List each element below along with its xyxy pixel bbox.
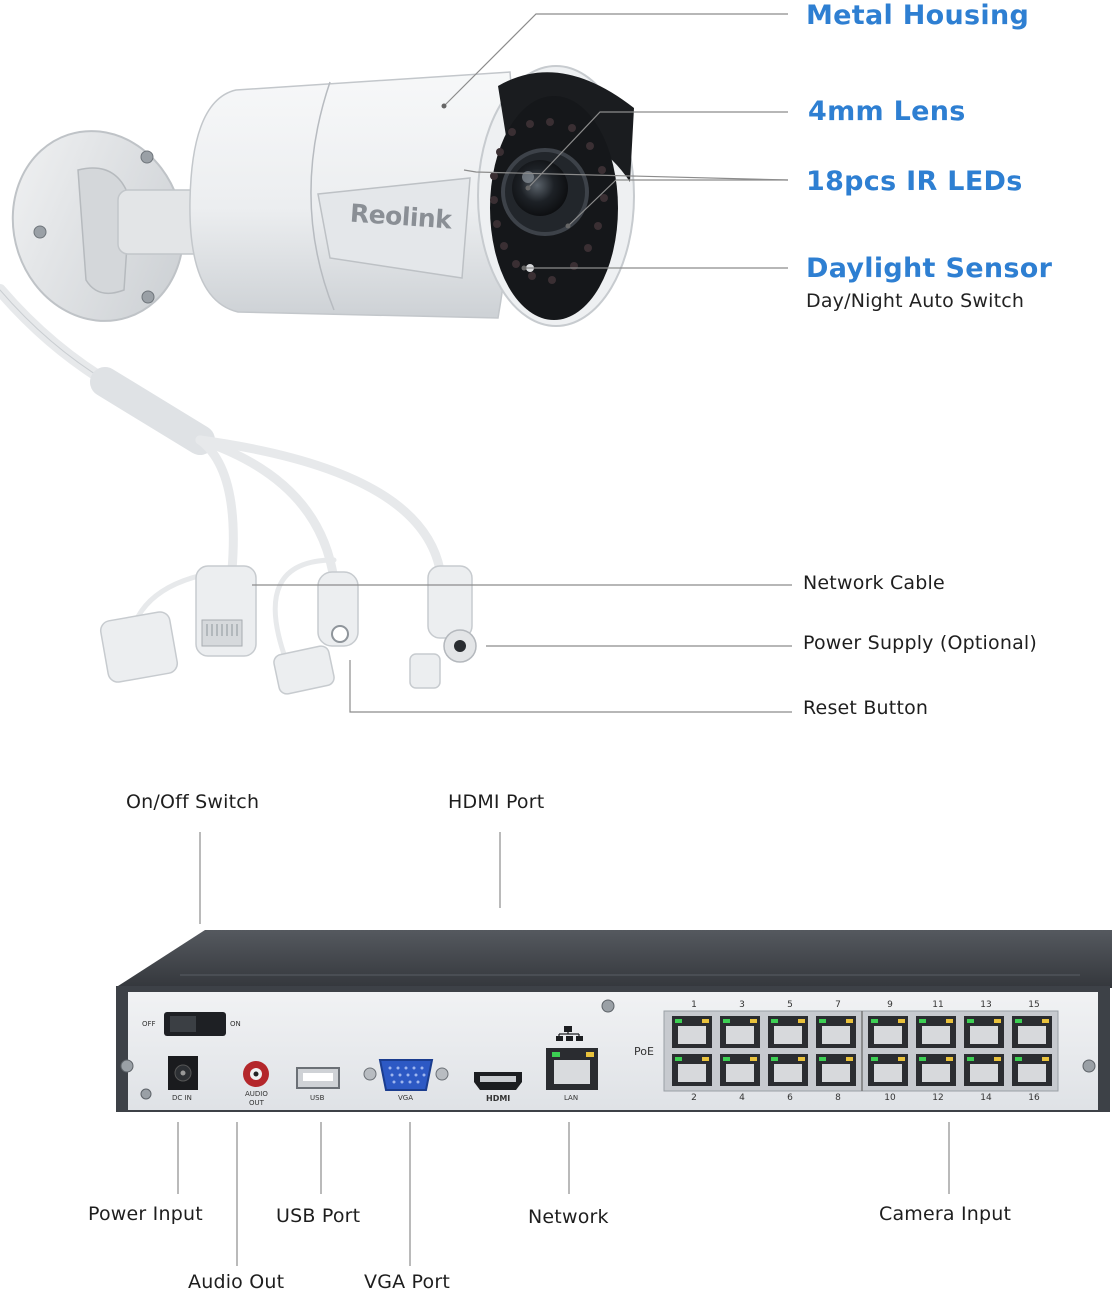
dc-in-label: DC IN bbox=[172, 1094, 192, 1102]
camera-body bbox=[189, 65, 635, 327]
callout-network-cable: Network Cable bbox=[803, 572, 945, 594]
poe-port bbox=[916, 1016, 956, 1048]
callout-hdmi-port: HDMI Port bbox=[448, 791, 545, 813]
nvr-leader-lines bbox=[177, 832, 950, 1266]
poe-port-number: 5 bbox=[787, 1000, 793, 1010]
callout-metal-housing: Metal Housing bbox=[806, 0, 1030, 31]
audio-out-port-art bbox=[243, 1061, 269, 1087]
callout-network: Network bbox=[528, 1206, 609, 1228]
dc-in-port-art bbox=[168, 1056, 198, 1090]
power-connector bbox=[409, 565, 477, 689]
callout-power-supply: Power Supply (Optional) bbox=[803, 632, 1038, 654]
poe-port-number: 10 bbox=[884, 1093, 896, 1103]
hdmi-label: HDMI bbox=[486, 1094, 511, 1103]
callout-lens: 4mm Lens bbox=[808, 96, 966, 127]
usb-label: USB bbox=[310, 1094, 325, 1102]
callout-ir-leds: 18pcs IR LEDs bbox=[806, 166, 1023, 197]
poe-port-number: 4 bbox=[739, 1093, 745, 1103]
poe-port bbox=[816, 1016, 856, 1048]
poe-port-number: 14 bbox=[980, 1093, 992, 1103]
audio-out-label-1: AUDIO bbox=[245, 1090, 268, 1098]
poe-port-number: 3 bbox=[739, 1000, 745, 1010]
poe-port-number: 1 bbox=[691, 1000, 697, 1010]
poe-port-number: 2 bbox=[691, 1093, 697, 1103]
camera-cables bbox=[0, 284, 445, 663]
poe-port-number: 7 bbox=[835, 1000, 841, 1010]
power-switch-art bbox=[164, 1012, 226, 1036]
poe-port bbox=[964, 1054, 1004, 1086]
lan-port-art bbox=[546, 1026, 598, 1090]
callout-daylight-sensor: Daylight Sensor bbox=[806, 253, 1053, 284]
switch-on-label: ON bbox=[230, 1020, 241, 1028]
poe-port-number: 16 bbox=[1028, 1093, 1040, 1103]
vga-port-art bbox=[363, 1059, 449, 1091]
network-connector bbox=[99, 565, 257, 683]
poe-port-number: 12 bbox=[932, 1093, 944, 1103]
hdmi-port-art bbox=[474, 1072, 522, 1090]
poe-port bbox=[672, 1054, 712, 1086]
poe-port bbox=[768, 1016, 808, 1048]
poe-port bbox=[720, 1016, 760, 1048]
poe-port-grid bbox=[672, 1016, 1052, 1086]
callout-camera-input: Camera Input bbox=[879, 1203, 1012, 1225]
poe-port-number: 11 bbox=[932, 1000, 944, 1010]
vga-label: VGA bbox=[398, 1094, 414, 1102]
poe-port bbox=[964, 1016, 1004, 1048]
poe-port-number: 6 bbox=[787, 1093, 793, 1103]
poe-port bbox=[720, 1054, 760, 1086]
poe-port bbox=[768, 1054, 808, 1086]
camera-leader-lines bbox=[252, 13, 792, 713]
poe-port bbox=[1012, 1054, 1052, 1086]
poe-port bbox=[916, 1054, 956, 1086]
callout-daylight-sensor-sub: Day/Night Auto Switch bbox=[806, 290, 1025, 312]
poe-port bbox=[816, 1054, 856, 1086]
camera-mount bbox=[11, 130, 219, 322]
lan-label: LAN bbox=[564, 1094, 579, 1102]
poe-port-number: 9 bbox=[887, 1000, 893, 1010]
poe-label: PoE bbox=[634, 1045, 654, 1058]
switch-off-label: OFF bbox=[142, 1020, 156, 1028]
poe-port-number: 15 bbox=[1028, 1000, 1040, 1010]
poe-port bbox=[868, 1054, 908, 1086]
callout-on-off-switch: On/Off Switch bbox=[126, 791, 260, 813]
callout-reset-button: Reset Button bbox=[803, 697, 929, 719]
audio-out-label-2: OUT bbox=[249, 1099, 264, 1107]
callout-power-input: Power Input bbox=[88, 1203, 203, 1225]
poe-port-number: 13 bbox=[980, 1000, 992, 1010]
poe-port bbox=[868, 1016, 908, 1048]
callout-usb-port: USB Port bbox=[276, 1205, 361, 1227]
poe-port bbox=[672, 1016, 712, 1048]
callout-vga-port: VGA Port bbox=[364, 1271, 451, 1293]
poe-port bbox=[1012, 1016, 1052, 1048]
reset-connector bbox=[273, 571, 359, 695]
usb-port-art bbox=[296, 1067, 340, 1089]
callout-audio-out: Audio Out bbox=[188, 1271, 285, 1293]
poe-port-number: 8 bbox=[835, 1093, 841, 1103]
